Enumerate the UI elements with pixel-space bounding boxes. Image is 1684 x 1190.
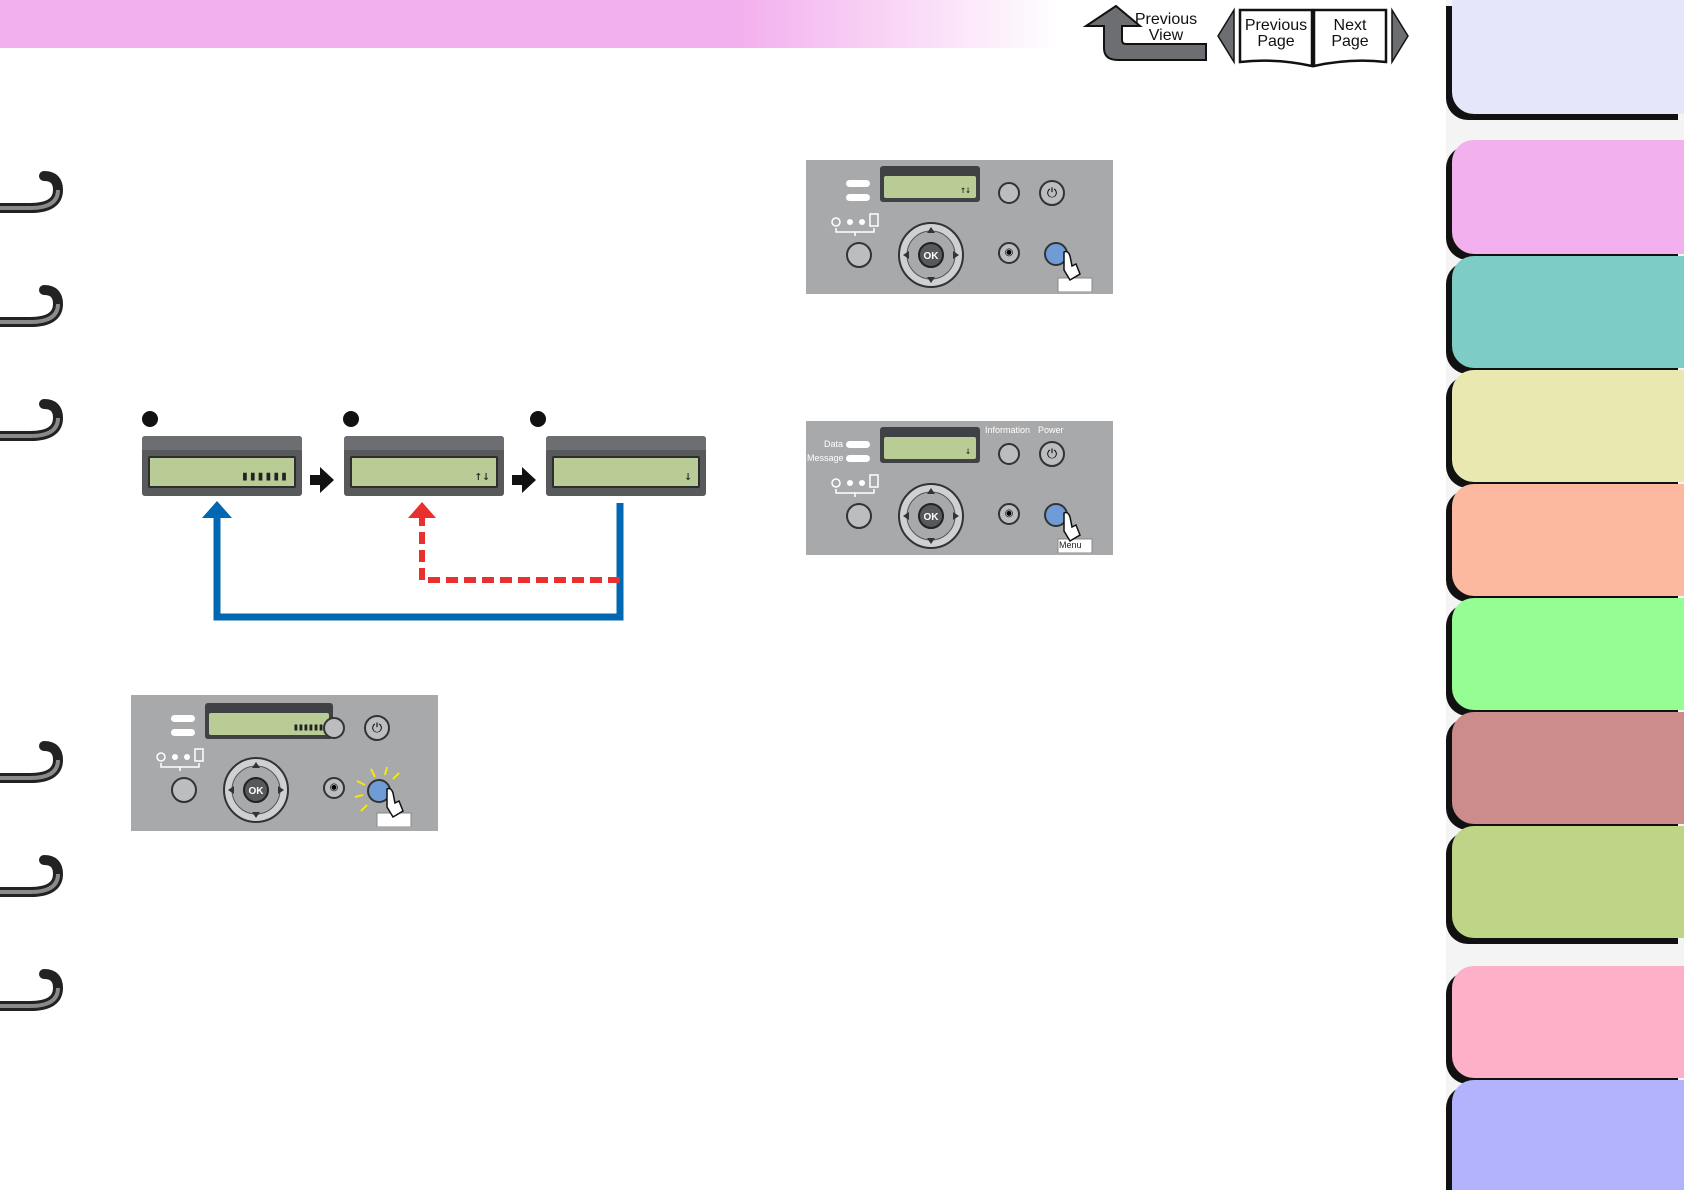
data-label: Data [824, 439, 844, 449]
power-button[interactable]: ⏻ [1039, 180, 1065, 206]
up-arrow-icon [408, 502, 436, 518]
tab-5[interactable] [1452, 484, 1684, 596]
message-lamp [846, 194, 870, 201]
next-page-label-2: Page [1331, 33, 1369, 50]
dpad[interactable]: OK [221, 755, 291, 825]
binder-ring-icon [0, 171, 64, 213]
data-lamp [171, 715, 195, 722]
tab-9[interactable] [1452, 966, 1684, 1078]
page-nav-book: Previous Page Next Page [1216, 4, 1410, 70]
dpad[interactable]: OK [896, 220, 966, 290]
step-marker-2 [343, 411, 359, 427]
message-lamp [846, 455, 870, 462]
lcd-up-down: ↑↓ [959, 185, 971, 196]
lcd-down: ↓ [964, 446, 971, 457]
tab-7[interactable] [1452, 712, 1684, 824]
flow-lcd-1: ▮▮▮▮▮▮ [142, 436, 302, 496]
information-label: Information [985, 425, 1031, 435]
control-panel-c: ↓ Data Message Information Power ⏻ OK ◉ … [806, 421, 1113, 555]
tab-1[interactable] [1452, 0, 1684, 114]
paper-source-icon [831, 474, 879, 497]
flow-lcd-3: ↓ [546, 436, 706, 496]
ok-label: OK [924, 512, 940, 523]
binder-ring-icon [0, 741, 64, 783]
information-button[interactable] [998, 443, 1020, 465]
control-panel-b: ↑↓ ⏻ OK ◉ [806, 160, 1113, 294]
binder-ring-icon [0, 855, 64, 897]
right-arrow-icon [310, 467, 334, 493]
ok-label: OK [924, 251, 940, 262]
paper-source-button[interactable] [171, 777, 197, 803]
menu-button-pressed[interactable] [1036, 499, 1096, 553]
paper-source-icon [831, 213, 879, 236]
previous-view-label-1: Previous [1134, 11, 1198, 28]
menu-button-pressed[interactable] [1036, 238, 1096, 292]
book-icon [1217, 7, 1409, 68]
hand-pointer-icon [1063, 511, 1081, 543]
stop-icon: ◉ [1004, 508, 1014, 519]
previous-page-label-2: Page [1257, 33, 1295, 50]
power-button[interactable]: ⏻ [1039, 441, 1065, 467]
power-icon: ⏻ [371, 720, 383, 735]
previous-page-label-1: Previous [1244, 17, 1308, 34]
step-marker-1 [142, 411, 158, 427]
message-label: Message [807, 453, 844, 463]
next-page-label-1: Next [1333, 17, 1367, 34]
previous-page-button[interactable]: Previous Page [1216, 4, 1312, 70]
next-page-button[interactable]: Next Page [1314, 4, 1410, 70]
tab-4[interactable] [1452, 370, 1684, 482]
hand-pointer-icon [1063, 250, 1081, 282]
up-arrow-icon [202, 501, 232, 518]
right-arrow-icon [512, 467, 536, 493]
control-panel-a: ▮▮▮▮▮▮ ⏻ OK ◉ [131, 695, 438, 831]
power-button[interactable]: ⏻ [364, 715, 390, 741]
tab-2[interactable] [1452, 140, 1684, 254]
stop-icon: ◉ [1004, 247, 1014, 258]
information-button[interactable] [998, 182, 1020, 204]
menu-label: Menu [1059, 540, 1082, 550]
tab-3[interactable] [1452, 256, 1684, 368]
message-lamp [171, 729, 195, 736]
flow-lcd-2: ↑↓ [344, 436, 504, 496]
binder-ring-icon [0, 285, 64, 327]
lcd-down: ↓ [684, 469, 692, 484]
binder-ring-icon [0, 399, 64, 441]
paper-source-button[interactable] [846, 242, 872, 268]
power-label: Power [1038, 425, 1064, 435]
ok-label: OK [249, 786, 265, 797]
tab-6[interactable] [1452, 598, 1684, 710]
information-button[interactable] [323, 717, 345, 739]
power-icon: ⏻ [1046, 185, 1058, 200]
power-icon: ⏻ [1046, 446, 1058, 461]
tab-8[interactable] [1452, 826, 1684, 938]
header-band [0, 0, 1060, 48]
data-lamp [846, 441, 870, 448]
curved-back-arrow-icon [1082, 4, 1207, 61]
binder-ring-icon [0, 969, 64, 1011]
lcd-status-bars: ▮▮▮▮▮▮ [241, 469, 288, 484]
stop-button[interactable]: ◉ [998, 242, 1020, 264]
step-marker-3 [530, 411, 546, 427]
stop-button[interactable]: ◉ [998, 503, 1020, 525]
paper-source-button[interactable] [846, 503, 872, 529]
lcd-status-bars: ▮▮▮▮▮▮ [292, 722, 324, 733]
stop-button[interactable]: ◉ [323, 777, 345, 799]
data-lamp [846, 180, 870, 187]
previous-view-label-2: View [1148, 27, 1184, 44]
hand-pointer-icon [386, 787, 404, 819]
menu-button-pressed[interactable] [353, 765, 423, 827]
dpad[interactable]: OK [896, 481, 966, 551]
tab-10[interactable] [1452, 1080, 1684, 1190]
previous-view-button[interactable]: Previous View [1078, 4, 1210, 62]
stop-icon: ◉ [329, 782, 339, 793]
paper-source-icon [156, 748, 204, 771]
flow-arrows [202, 467, 624, 621]
lcd-up-down: ↑↓ [474, 469, 490, 484]
